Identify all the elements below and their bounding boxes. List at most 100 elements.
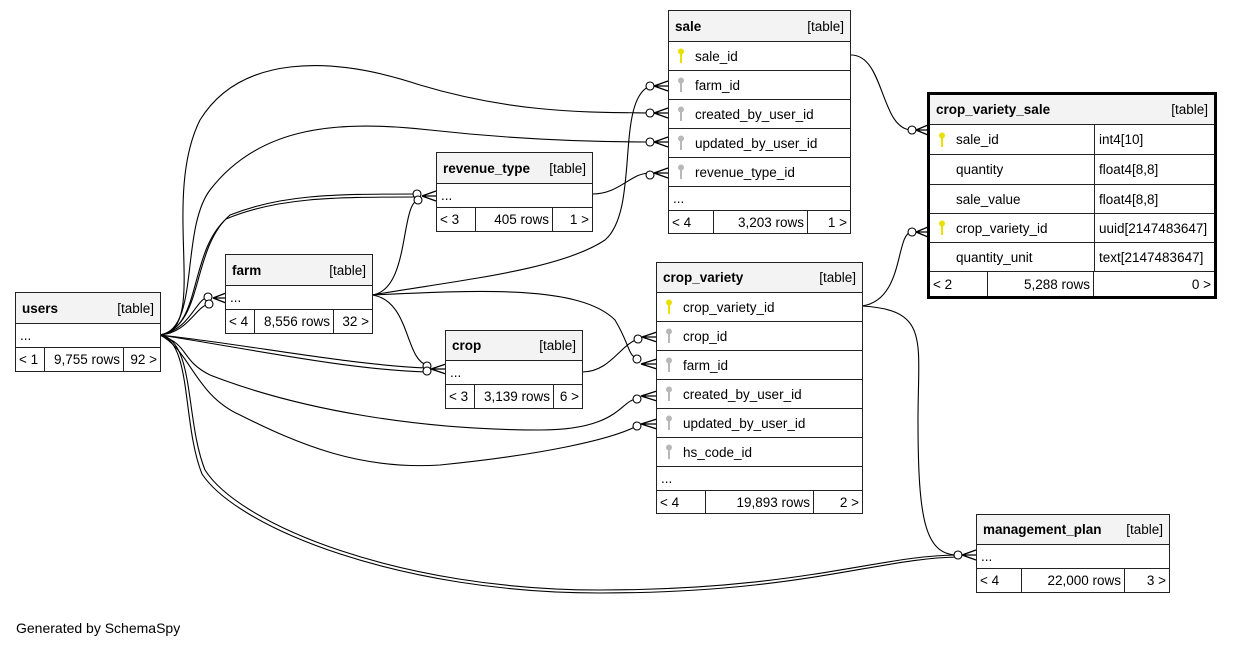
children-link[interactable]: 3 > bbox=[1146, 573, 1166, 588]
foreign-key-icon bbox=[678, 77, 684, 92]
column-name: quantity_unit bbox=[956, 249, 1033, 265]
table-header[interactable]: crop_variety [table] bbox=[657, 263, 862, 293]
foreign-key-icon bbox=[666, 386, 672, 401]
column-name: farm_id bbox=[683, 357, 729, 373]
many-marker bbox=[641, 331, 658, 343]
column-row[interactable]: crop_variety_id bbox=[657, 293, 862, 322]
parents-link[interactable]: < 4 bbox=[669, 211, 714, 233]
column-name: hs_code_id bbox=[683, 444, 753, 460]
children-link[interactable]: 1 > bbox=[569, 212, 589, 227]
edge-sale-to-crop-variety-sale bbox=[850, 54, 913, 131]
table-crop[interactable]: crop [table] ... < 3 3,139 rows 6 > bbox=[445, 330, 583, 409]
optional-marker bbox=[907, 125, 917, 135]
row-count: 22,000 rows bbox=[1022, 569, 1125, 592]
column-row[interactable]: updated_by_user_id bbox=[657, 409, 862, 438]
column-row[interactable]: created_by_user_id bbox=[657, 380, 862, 409]
table-revenue-type[interactable]: revenue_type [table] ... < 3 405 rows 1 … bbox=[436, 152, 593, 232]
column-row[interactable]: sale_value float4[8,8] bbox=[930, 185, 1214, 214]
table-header[interactable]: crop [table] bbox=[446, 331, 582, 361]
parents-link[interactable]: < 4 bbox=[977, 569, 1022, 592]
table-name: crop bbox=[452, 338, 482, 353]
row-count: 19,893 rows bbox=[706, 491, 814, 513]
optional-marker bbox=[645, 81, 655, 91]
many-marker bbox=[640, 358, 658, 370]
many-marker bbox=[961, 549, 977, 561]
children-link[interactable]: 2 > bbox=[839, 494, 859, 510]
optional-marker bbox=[645, 170, 655, 180]
edge-crop-variety-to-crop-variety-sale bbox=[861, 231, 913, 307]
table-header[interactable]: sale [table] bbox=[669, 11, 850, 42]
row-count: 8,556 rows bbox=[255, 310, 334, 333]
table-sale[interactable]: sale [table] sale_id farm_id created_by_… bbox=[668, 10, 851, 234]
optional-marker bbox=[953, 550, 963, 560]
table-footer: < 3 405 rows 1 > bbox=[437, 208, 592, 231]
column-name: crop_variety_id bbox=[683, 299, 775, 315]
table-kind: [table] bbox=[1126, 522, 1163, 537]
column-row[interactable]: crop_variety_id uuid[2147483647] bbox=[930, 214, 1214, 243]
table-kind: [table] bbox=[807, 18, 844, 34]
many-marker bbox=[430, 363, 447, 375]
optional-marker bbox=[645, 108, 655, 118]
table-name: users bbox=[22, 300, 59, 316]
children-link[interactable]: 6 > bbox=[559, 389, 579, 404]
table-header[interactable]: farm [table] bbox=[226, 255, 372, 286]
column-name: updated_by_user_id bbox=[683, 415, 806, 431]
column-type: float4[8,8] bbox=[1094, 155, 1158, 184]
parents-link[interactable]: < 3 bbox=[446, 385, 475, 408]
table-header[interactable]: users [table] bbox=[16, 293, 160, 324]
column-name: sale_id bbox=[956, 132, 999, 147]
column-name: updated_by_user_id bbox=[695, 135, 818, 151]
column-row[interactable]: updated_by_user_id bbox=[669, 129, 850, 158]
children-link[interactable]: 1 > bbox=[827, 214, 847, 230]
edge-users-to-farm bbox=[159, 296, 209, 336]
table-users[interactable]: users [table] ... < 1 9,755 rows 92 > bbox=[15, 292, 161, 372]
row-count: 5,288 rows bbox=[988, 272, 1094, 296]
optional-marker bbox=[645, 137, 655, 147]
table-name: sale bbox=[675, 18, 702, 34]
column-row[interactable]: quantity float4[8,8] bbox=[930, 155, 1214, 185]
edge-revenue-type-to-sale bbox=[591, 172, 651, 195]
children-link[interactable]: 32 > bbox=[342, 314, 369, 329]
many-marker bbox=[653, 80, 669, 92]
column-name: crop_variety_id bbox=[956, 220, 1048, 236]
table-crop-variety-sale[interactable]: crop_variety_sale [table] sale_id int4[1… bbox=[927, 92, 1217, 299]
children-link[interactable]: 0 > bbox=[1191, 276, 1211, 292]
table-header[interactable]: management_plan [table] bbox=[977, 515, 1169, 545]
parents-link[interactable]: < 2 bbox=[930, 272, 988, 296]
many-marker bbox=[653, 136, 669, 148]
optional-marker bbox=[632, 394, 642, 404]
column-row[interactable]: quantity_unit text[2147483647] bbox=[930, 243, 1214, 272]
parents-link[interactable]: < 1 bbox=[16, 348, 45, 371]
primary-key-icon bbox=[939, 132, 945, 147]
column-row[interactable]: created_by_user_id bbox=[669, 100, 850, 129]
column-row[interactable]: crop_id bbox=[657, 322, 862, 351]
parents-link[interactable]: < 4 bbox=[657, 491, 706, 513]
row-count: 3,203 rows bbox=[714, 211, 808, 233]
column-row[interactable]: farm_id bbox=[657, 351, 862, 380]
table-management-plan[interactable]: management_plan [table] ... < 4 22,000 r… bbox=[976, 514, 1170, 593]
column-row[interactable]: revenue_type_id bbox=[669, 158, 850, 187]
foreign-key-icon bbox=[666, 357, 672, 372]
column-row[interactable]: hs_code_id bbox=[657, 438, 862, 467]
table-farm[interactable]: farm [table] ... < 4 8,556 rows 32 > bbox=[225, 254, 373, 334]
column-name: sale_id bbox=[695, 48, 738, 64]
table-crop-variety[interactable]: crop_variety [table] crop_variety_id cro… bbox=[656, 262, 863, 514]
edge-users-to-crop-2 bbox=[159, 334, 428, 373]
primary-key-icon bbox=[678, 48, 684, 63]
column-type: float4[8,8] bbox=[1094, 185, 1158, 213]
children-link[interactable]: 92 > bbox=[130, 352, 157, 367]
more-columns: ... bbox=[437, 184, 592, 208]
parents-link[interactable]: < 4 bbox=[226, 310, 255, 333]
table-header[interactable]: revenue_type [table] bbox=[437, 153, 592, 184]
table-kind: [table] bbox=[819, 270, 856, 285]
table-header[interactable]: crop_variety_sale [table] bbox=[930, 95, 1214, 125]
column-row[interactable]: farm_id bbox=[669, 71, 850, 100]
table-kind: [table] bbox=[117, 300, 154, 316]
column-name: farm_id bbox=[695, 77, 741, 93]
optional-marker bbox=[422, 361, 432, 371]
parents-link[interactable]: < 3 bbox=[437, 208, 476, 231]
optional-marker bbox=[907, 227, 917, 237]
column-row[interactable]: sale_id bbox=[669, 42, 850, 71]
column-row[interactable]: sale_id int4[10] bbox=[930, 125, 1214, 155]
primary-key-icon bbox=[939, 220, 945, 235]
